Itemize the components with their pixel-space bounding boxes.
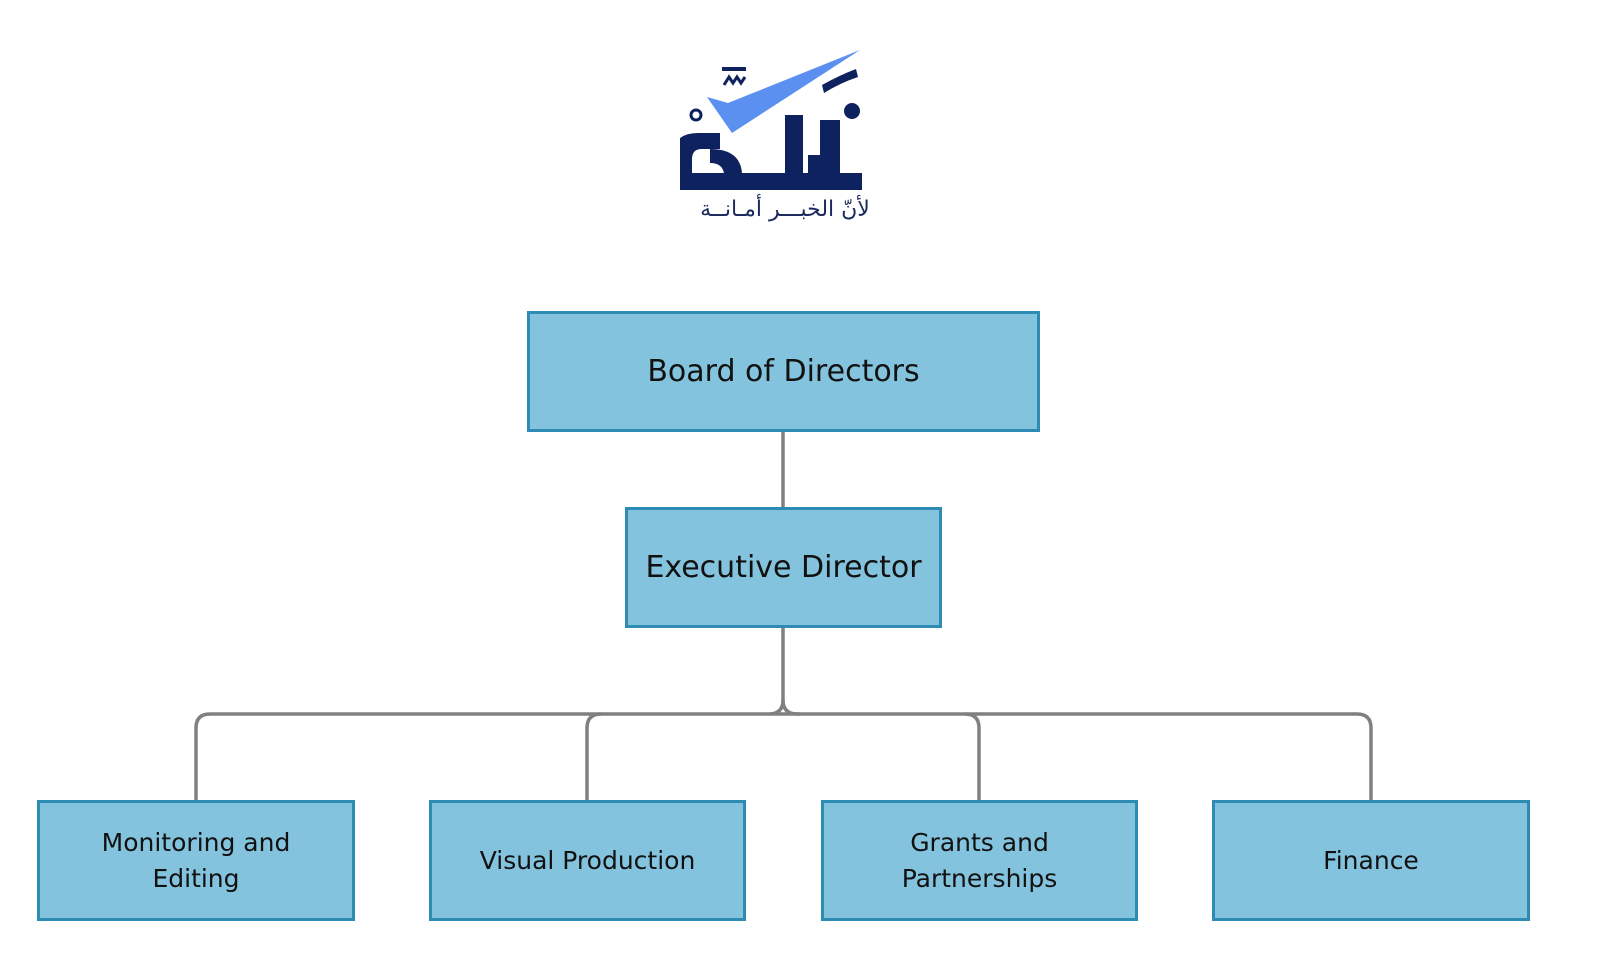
- node-label: Finance: [1323, 845, 1419, 875]
- connector-executive-bus-right: [781, 699, 798, 716]
- node-label: Board of Directors: [647, 353, 920, 389]
- connector-dept-visual: [585, 712, 602, 801]
- logo: لأنّ الخبـــر أمـانــة: [680, 45, 890, 245]
- node-board-of-directors: Board of Directors: [527, 311, 1040, 432]
- logo-mark: [680, 50, 862, 190]
- wordmark-shapes: [680, 67, 862, 190]
- node-finance: Finance: [1212, 800, 1530, 921]
- node-label: Visual Production: [479, 845, 696, 875]
- node-label: Grants and Partnerships: [901, 827, 1058, 893]
- logo-tagline: لأنّ الخبـــر أمـانــة: [700, 197, 870, 222]
- connector-dept-grants: [797, 712, 981, 801]
- node-label: Monitoring and Editing: [101, 827, 291, 893]
- connector-dept-finance: [965, 712, 1373, 801]
- connector-dept-monitoring: [194, 712, 769, 801]
- node-executive-director: Executive Director: [625, 507, 942, 628]
- node-visual-production: Visual Production: [429, 800, 746, 921]
- node-monitoring-and-editing: Monitoring and Editing: [37, 800, 355, 921]
- node-grants-and-partnerships: Grants and Partnerships: [821, 800, 1138, 921]
- node-label: Executive Director: [645, 549, 922, 585]
- checkmark-icon: [707, 50, 860, 133]
